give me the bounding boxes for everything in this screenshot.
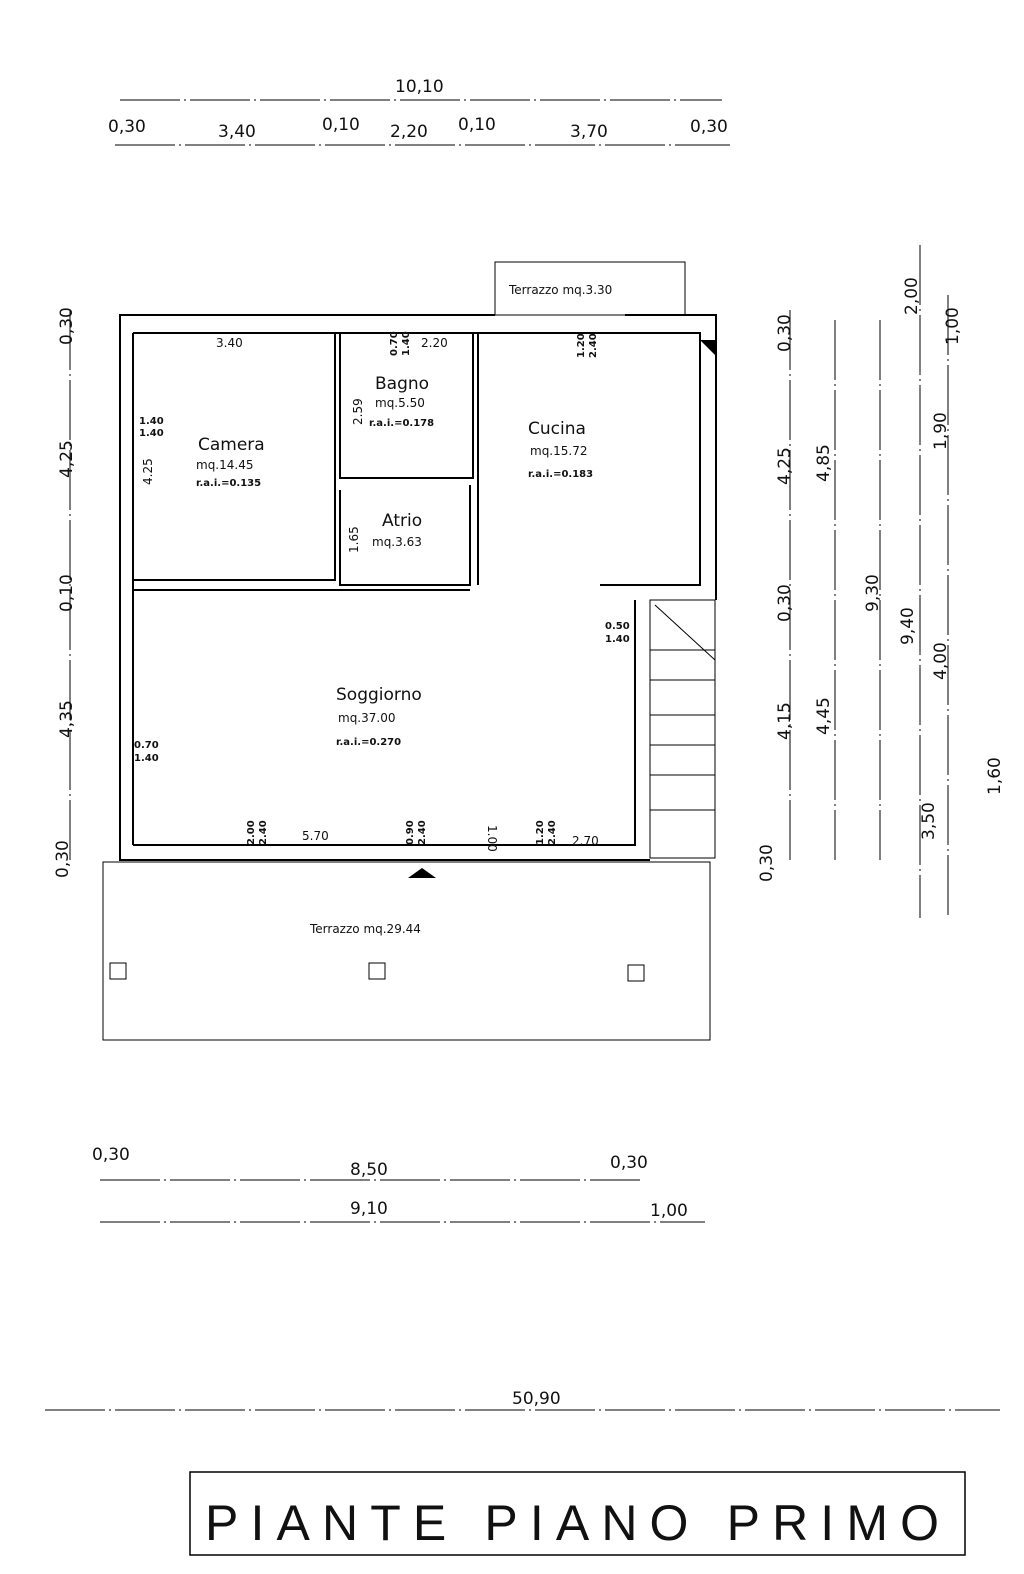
terrace-top [494, 261, 686, 316]
dim-top: 2,20 [390, 122, 428, 142]
drawing-title: PIANTE PIANO PRIMO [205, 1495, 945, 1551]
dim-bottom: 1,00 [650, 1201, 688, 1221]
dim-right: 0,30 [757, 844, 777, 882]
room-rai-cucina: r.a.i.=0.183 [528, 469, 593, 480]
label: 1.40 [139, 416, 164, 427]
label: 0.70 [134, 740, 159, 751]
bottom-dimensions: 0,30 8,50 0,30 9,10 1,00 50,90 [45, 1145, 1000, 1411]
label: 1.20 [576, 333, 587, 358]
walls [119, 314, 717, 861]
dim-bottom: 0,30 [610, 1153, 648, 1173]
dim-total-width: 10,10 [395, 77, 444, 97]
dim-bottom: 8,50 [350, 1160, 388, 1180]
room-name-soggiorno: Soggiorno [336, 685, 422, 705]
top-dimensions: 10,10 0,30 3,40 0,10 2,20 0,10 3,70 0,30 [108, 77, 730, 146]
dim-left: 0,30 [57, 307, 77, 345]
label: 2.00 [246, 820, 257, 845]
dim-bottom: 9,10 [350, 1199, 388, 1219]
dim-right: 1,00 [943, 307, 963, 345]
dim-right: 0,30 [775, 314, 795, 352]
label: 0.90 [405, 820, 416, 845]
dim-right: 4,25 [775, 447, 795, 485]
room-name-bagno: Bagno [375, 374, 429, 394]
label: 2.20 [421, 336, 448, 350]
room-rai-soggiorno: r.a.i.=0.270 [336, 737, 401, 748]
dim-top: 0,10 [322, 115, 360, 135]
label: 1.40 [605, 634, 630, 645]
room-name-atrio: Atrio [382, 511, 422, 531]
label: 4.25 [141, 458, 155, 485]
terrace-bottom-label: Terrazzo mq.29.44 [309, 922, 421, 936]
dim-overall: 50,90 [512, 1389, 561, 1409]
label: 5.70 [302, 829, 329, 843]
dim-left: 4,35 [57, 700, 77, 738]
dim-top: 0,30 [690, 117, 728, 137]
dim-right: 4,00 [931, 642, 951, 680]
dim-left: 0,10 [57, 574, 77, 612]
label: 2.40 [547, 820, 558, 845]
dim-right: 1,60 [985, 757, 1005, 795]
room-area-atrio: mq.3.63 [372, 535, 422, 549]
label: 2.40 [258, 820, 269, 845]
label: 0.50 [605, 621, 630, 632]
pillar [109, 962, 127, 980]
left-dimensions: 0,30 4,25 0,10 4,35 0,30 [53, 307, 77, 878]
room-area-camera: mq.14.45 [196, 458, 253, 472]
label: 1.40 [134, 753, 159, 764]
inner-labels: 3.40 2.20 2.59 4.25 1.65 1.40 1.40 0.70 … [134, 331, 630, 851]
terrace-top-label: Terrazzo mq.3.30 [508, 283, 612, 297]
room-area-bagno: mq.5.50 [375, 396, 425, 410]
dim-left: 4,25 [57, 440, 77, 478]
dim-left: 0,30 [53, 840, 73, 878]
label: 2.40 [588, 333, 599, 358]
room-name-camera: Camera [198, 435, 265, 455]
dim-top: 3,70 [570, 122, 608, 142]
dim-right: 0,30 [775, 584, 795, 622]
room-area-cucina: mq.15.72 [530, 444, 587, 458]
label: 1.40 [401, 331, 412, 356]
dim-top: 0,30 [108, 117, 146, 137]
right-dimensions: 0,30 4,25 0,30 4,15 0,30 4,85 4,45 9,30 … [757, 245, 1005, 918]
dim-right: 4,85 [814, 444, 834, 482]
room-rai-camera: r.a.i.=0.135 [196, 478, 261, 489]
dim-bottom: 0,30 [92, 1145, 130, 1165]
label: 0.70 [389, 331, 400, 356]
dim-right: 4,15 [775, 702, 795, 740]
label: 1.00 [485, 825, 499, 852]
dim-right: 9,30 [863, 574, 883, 612]
pillar [627, 964, 645, 982]
title-box [189, 1471, 966, 1556]
label: 1.40 [139, 428, 164, 439]
dim-right: 2,00 [902, 277, 922, 315]
pillar [368, 962, 386, 980]
label: 2.40 [417, 820, 428, 845]
terrace-bottom [102, 861, 711, 1041]
room-name-cucina: Cucina [528, 419, 586, 439]
label: 1.20 [535, 820, 546, 845]
label: 2.70 [572, 834, 599, 848]
dim-top: 0,10 [458, 115, 496, 135]
dim-right: 4,45 [814, 697, 834, 735]
entrance-arrow-icon [408, 868, 436, 878]
label: 3.40 [216, 336, 243, 350]
dim-right: 3,50 [919, 802, 939, 840]
dim-right: 9,40 [898, 607, 918, 645]
room-area-soggiorno: mq.37.00 [338, 711, 395, 725]
label: 1.65 [347, 526, 361, 553]
dim-right: 1,90 [931, 412, 951, 450]
label: 2.59 [351, 398, 365, 425]
room-rai-bagno: r.a.i.=0.178 [369, 418, 434, 429]
dim-top: 3,40 [218, 122, 256, 142]
